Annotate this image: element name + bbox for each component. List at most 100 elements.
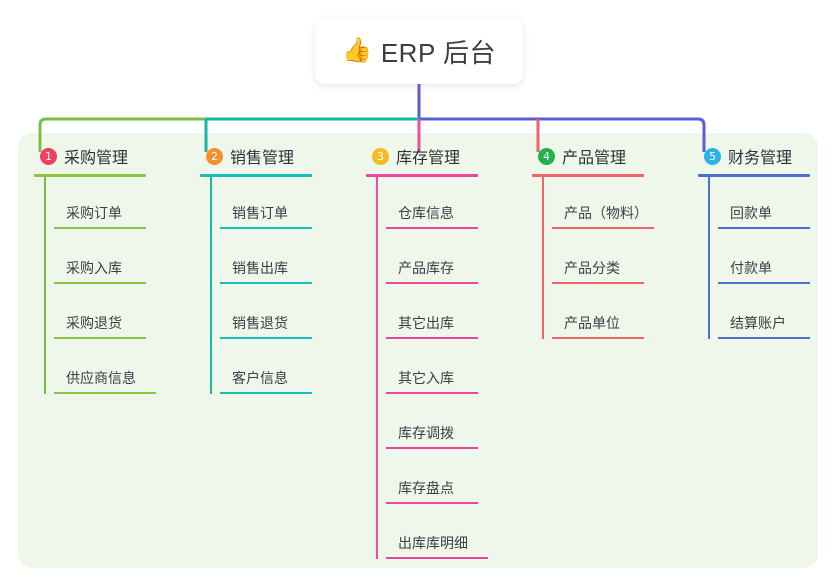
list-item-underline [552, 282, 644, 284]
branch-underline [34, 174, 146, 177]
branch-spine [708, 177, 710, 339]
list-item-underline [386, 557, 488, 559]
list-item-underline [54, 227, 146, 229]
list-item-underline [386, 392, 478, 394]
list-item-underline [386, 502, 478, 504]
root-node-title: ERP 后台 [380, 37, 497, 68]
list-item[interactable]: 供应商信息 [44, 342, 156, 397]
list-item-label: 产品单位 [564, 315, 620, 331]
list-item-label: 结算账户 [730, 315, 786, 331]
list-item[interactable]: 销售出库 [210, 232, 312, 287]
list-item-underline [54, 282, 146, 284]
list-item[interactable]: 采购入库 [44, 232, 146, 287]
list-item-label: 其它出库 [398, 315, 454, 331]
branch-column-3: 3 库存管理仓库信息产品库存其它出库其它入库库存调拨库存盘点出库库明细 [366, 143, 488, 562]
root-node-card[interactable]: 👍 ERP 后台 [315, 18, 523, 84]
list-item-underline [552, 227, 654, 229]
branch-title: 财务管理 [728, 150, 793, 167]
list-item-underline [718, 282, 810, 284]
list-item-label: 销售订单 [232, 205, 288, 221]
branch-item-list: 销售订单销售出库销售退货客户信息 [200, 177, 312, 397]
list-item-label: 库存盘点 [398, 480, 454, 496]
list-item-label: 采购退货 [66, 315, 122, 331]
list-item-label: 出库库明细 [398, 535, 468, 551]
branch-header-2[interactable]: 2 销售管理 [200, 143, 312, 169]
list-item-label: 销售退货 [232, 315, 288, 331]
branch-number-badge: 2 [206, 147, 223, 165]
list-item-label: 仓库信息 [398, 205, 454, 221]
branch-item-list: 仓库信息产品库存其它出库其它入库库存调拨库存盘点出库库明细 [366, 177, 488, 562]
branch-spine [542, 177, 544, 339]
list-item-underline [552, 337, 644, 339]
branch-header-5[interactable]: 5 财务管理 [698, 143, 810, 169]
list-item-label: 供应商信息 [66, 370, 136, 386]
branch-title: 采购管理 [64, 150, 129, 167]
list-item[interactable]: 采购订单 [44, 177, 146, 232]
list-item[interactable]: 产品分类 [542, 232, 644, 287]
branch-item-list: 回款单付款单结算账户 [698, 177, 810, 342]
list-item-underline [386, 337, 478, 339]
list-item[interactable]: 客户信息 [210, 342, 312, 397]
branch-column-5: 5 财务管理回款单付款单结算账户 [698, 143, 810, 342]
branch-item-list: 采购订单采购入库采购退货供应商信息 [34, 177, 156, 397]
list-item-underline [386, 447, 478, 449]
branch-underline [532, 174, 644, 177]
branch-title: 销售管理 [230, 150, 295, 167]
list-item-label: 采购订单 [66, 205, 122, 221]
list-item[interactable]: 销售退货 [210, 287, 312, 342]
list-item-underline [54, 392, 156, 394]
list-item[interactable]: 产品（物料） [542, 177, 654, 232]
list-item[interactable]: 付款单 [708, 232, 810, 287]
branch-spine [376, 177, 378, 559]
list-item-label: 其它入库 [398, 370, 454, 386]
list-item[interactable]: 库存调拨 [376, 397, 478, 452]
list-item-underline [54, 337, 146, 339]
branch-title: 库存管理 [396, 150, 461, 167]
list-item-label: 产品分类 [564, 260, 620, 276]
branch-header-3[interactable]: 3 库存管理 [366, 143, 478, 169]
list-item-label: 回款单 [730, 205, 772, 221]
list-item[interactable]: 产品库存 [376, 232, 478, 287]
branch-underline [366, 174, 478, 177]
branch-column-2: 2 销售管理销售订单销售出库销售退货客户信息 [200, 143, 312, 397]
branch-number-badge: 1 [40, 147, 57, 165]
list-item-underline [386, 227, 478, 229]
branch-header-1[interactable]: 1 采购管理 [34, 143, 146, 169]
list-item[interactable]: 出库库明细 [376, 507, 488, 562]
list-item-underline [220, 337, 312, 339]
list-item-underline [718, 227, 810, 229]
branch-column-1: 1 采购管理采购订单采购入库采购退货供应商信息 [34, 143, 156, 397]
list-item-label: 产品库存 [398, 260, 454, 276]
branch-spine [210, 177, 212, 394]
branch-item-list: 产品（物料） 产品分类产品单位 [532, 177, 654, 342]
list-item[interactable]: 其它入库 [376, 342, 478, 397]
diagram-panel-background [18, 133, 818, 568]
list-item-underline [718, 337, 810, 339]
list-item[interactable]: 仓库信息 [376, 177, 478, 232]
list-item-underline [220, 392, 312, 394]
list-item[interactable]: 销售订单 [210, 177, 312, 232]
list-item-label: 销售出库 [232, 260, 288, 276]
list-item[interactable]: 其它出库 [376, 287, 478, 342]
list-item[interactable]: 产品单位 [542, 287, 644, 342]
branch-number-badge: 3 [372, 147, 389, 165]
list-item-label: 客户信息 [232, 370, 288, 386]
list-item-label: 库存调拨 [398, 425, 454, 441]
list-item[interactable]: 回款单 [708, 177, 810, 232]
list-item-label: 付款单 [730, 260, 772, 276]
thumbs-up-icon: 👍 [341, 37, 372, 64]
branch-underline [698, 174, 810, 177]
list-item-underline [220, 282, 312, 284]
branch-spine [44, 177, 46, 394]
list-item[interactable]: 结算账户 [708, 287, 810, 342]
branch-number-badge: 5 [704, 147, 721, 165]
list-item-underline [220, 227, 312, 229]
list-item-label: 采购入库 [66, 260, 122, 276]
list-item[interactable]: 采购退货 [44, 287, 146, 342]
list-item[interactable]: 库存盘点 [376, 452, 478, 507]
list-item-underline [386, 282, 478, 284]
list-item-label: 产品（物料） [564, 205, 648, 221]
